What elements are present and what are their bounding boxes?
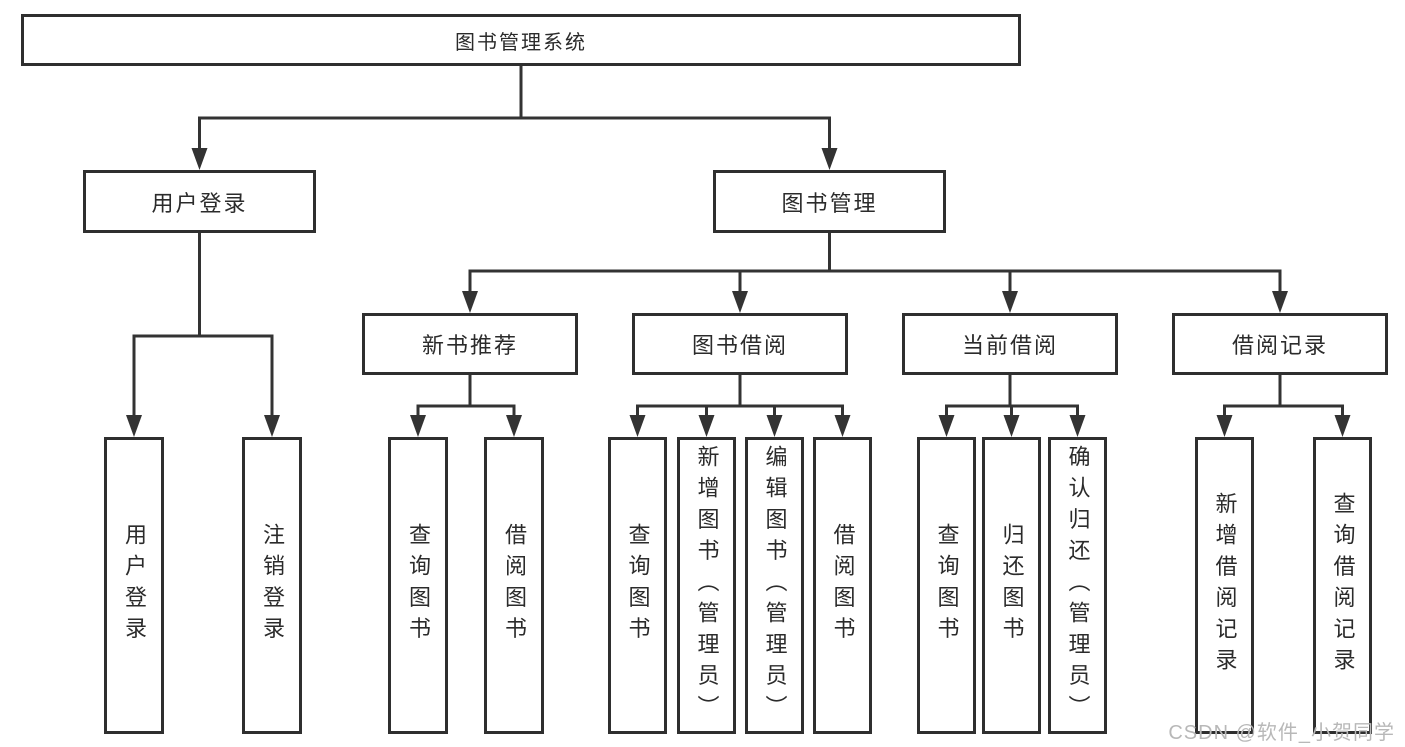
leaf-confirm-return-admin-label: 确认归还（管理员） [1065, 444, 1091, 727]
node-current-borrowing-label: 当前借阅 [961, 333, 1058, 358]
leaf-query-books-current-label: 查询图书 [934, 523, 960, 648]
leaf-return-books-label: 归还图书 [999, 523, 1025, 648]
node-book-management-system-label: 图书管理系统 [455, 31, 587, 54]
leaf-add-book-admin: 新增图书（管理员） [677, 437, 736, 734]
leaf-borrow-books-borrowing: 借阅图书 [813, 437, 872, 734]
leaf-user-login: 用户登录 [104, 437, 164, 734]
edge-user-login-to-leaves [126, 231, 280, 437]
leaf-edit-book-admin-label: 编辑图书（管理员） [762, 444, 788, 727]
watermark: CSDN @软件_小贺同学 [1168, 722, 1395, 744]
leaf-query-books-borrowing: 查询图书 [608, 437, 667, 734]
node-user-login-label: 用户登录 [151, 190, 248, 216]
leaf-query-borrow-record-label: 查询借阅记录 [1330, 491, 1356, 680]
edge-book-management-to-sections [462, 231, 1288, 313]
node-current-borrowing: 当前借阅 [902, 313, 1118, 375]
node-new-book-recommendation-label: 新书推荐 [421, 333, 518, 358]
leaf-query-borrow-record: 查询借阅记录 [1313, 437, 1372, 734]
leaf-query-books-recommend: 查询图书 [388, 437, 448, 734]
node-book-management: 图书管理 [713, 170, 946, 233]
leaf-borrow-books-recommend: 借阅图书 [484, 437, 544, 734]
leaf-borrow-books-borrowing-label: 借阅图书 [830, 523, 856, 648]
edge-root-to-level2 [191, 64, 838, 170]
leaf-return-books: 归还图书 [982, 437, 1041, 734]
node-new-book-recommendation: 新书推荐 [362, 313, 578, 375]
leaf-add-borrow-record: 新增借阅记录 [1195, 437, 1254, 734]
node-book-borrowing: 图书借阅 [632, 313, 848, 375]
node-borrowing-records-label: 借阅记录 [1231, 333, 1328, 358]
node-user-login: 用户登录 [83, 170, 316, 233]
leaf-edit-book-admin: 编辑图书（管理员） [745, 437, 804, 734]
leaf-confirm-return-admin: 确认归还（管理员） [1048, 437, 1107, 734]
edge-current-borrowing-to-leaves [938, 373, 1086, 437]
leaf-user-login-label: 用户登录 [122, 523, 147, 648]
leaf-logout-label: 注销登录 [260, 523, 285, 648]
node-book-management-system: 图书管理系统 [21, 14, 1021, 66]
leaf-query-books-current: 查询图书 [917, 437, 976, 734]
node-book-management-label: 图书管理 [781, 190, 878, 216]
node-borrowing-records: 借阅记录 [1172, 313, 1388, 375]
leaf-add-borrow-record-label: 新增借阅记录 [1212, 491, 1238, 680]
leaf-query-books-recommend-label: 查询图书 [406, 523, 431, 648]
edge-borrowing-records-to-leaves [1216, 373, 1351, 437]
leaf-borrow-books-recommend-label: 借阅图书 [502, 523, 527, 648]
node-book-borrowing-label: 图书借阅 [691, 333, 788, 358]
leaf-logout: 注销登录 [242, 437, 302, 734]
edge-book-borrowing-to-leaves [629, 373, 851, 437]
leaf-query-books-borrowing-label: 查询图书 [625, 523, 651, 648]
edge-new-book-recommendation-to-leaves [410, 373, 522, 437]
leaf-add-book-admin-label: 新增图书（管理员） [694, 444, 720, 727]
